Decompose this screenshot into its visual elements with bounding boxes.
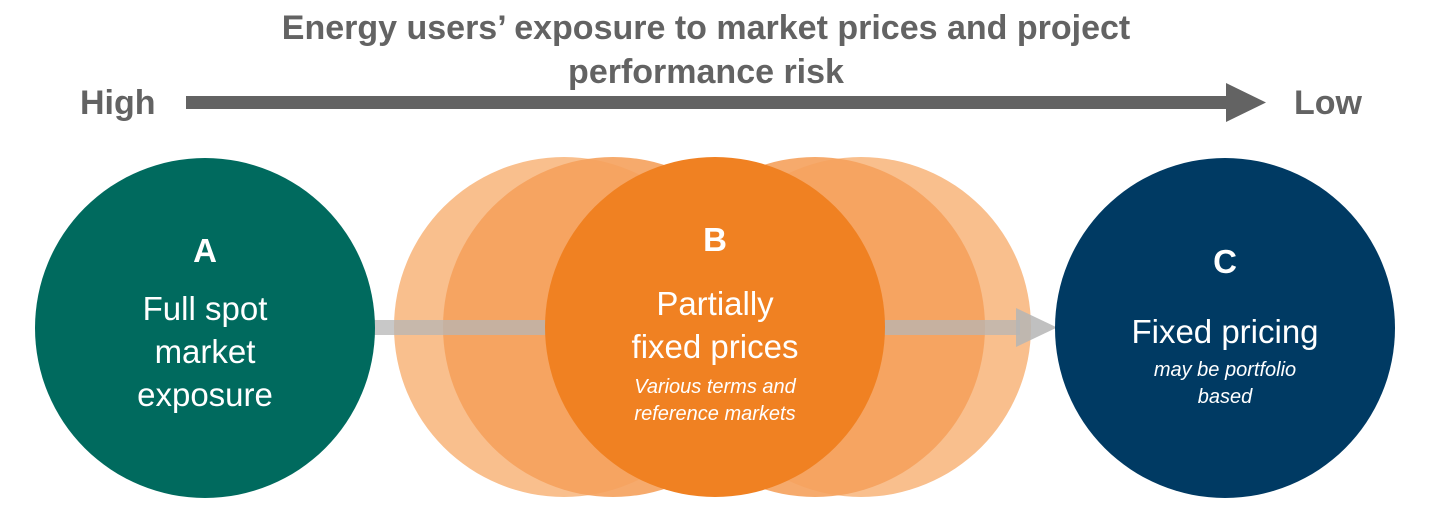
option-a-letter: A	[193, 232, 217, 269]
title-line-2: performance risk	[568, 53, 844, 91]
option-c-label-line-1: Fixed pricing	[1131, 313, 1319, 350]
option-c-note-line-2: based	[1197, 386, 1253, 408]
option-c-note-line-1: may be portfolio	[1153, 359, 1297, 381]
scale-arrow-head	[1226, 83, 1266, 122]
option-b-circle	[545, 157, 885, 497]
option-c-letter: C	[1213, 243, 1237, 280]
option-b-note-line-1: Various terms and	[634, 376, 796, 398]
option-b-label-line-2: fixed prices	[631, 328, 799, 365]
diagram-title: Energy users’ exposure to market prices …	[180, 6, 1232, 94]
connector-arrow-head	[1016, 308, 1057, 347]
option-b-note-line-2: reference markets	[634, 403, 796, 425]
option-a-text: A Full spot market exposure	[45, 231, 365, 416]
option-c-circle	[1055, 158, 1395, 498]
option-c-text: C Fixed pricing may be portfolio based	[1065, 242, 1385, 411]
option-a-label-line-3: exposure	[137, 376, 273, 413]
scale-arrow-shaft	[186, 96, 1231, 109]
option-c-label: Fixed pricing	[1065, 310, 1385, 353]
option-a-label-line-1: Full spot	[142, 290, 268, 327]
option-c-note: may be portfolio based	[1065, 357, 1385, 411]
option-b-letter: B	[703, 221, 727, 258]
option-b-note: Various terms and reference markets	[555, 374, 875, 428]
scale-high-label: High	[80, 84, 156, 122]
scale-low-label: Low	[1294, 84, 1362, 122]
option-b-text: B Partially fixed prices Various terms a…	[555, 220, 875, 428]
title-line-1: Energy users’ exposure to market prices …	[281, 9, 1131, 47]
option-b-label-line-1: Partially	[656, 285, 774, 322]
option-a-circle	[35, 158, 375, 498]
option-a-label-line-2: market	[154, 333, 256, 370]
option-b-label: Partially fixed prices	[555, 282, 875, 368]
option-a-label: Full spot market exposure	[45, 287, 365, 416]
